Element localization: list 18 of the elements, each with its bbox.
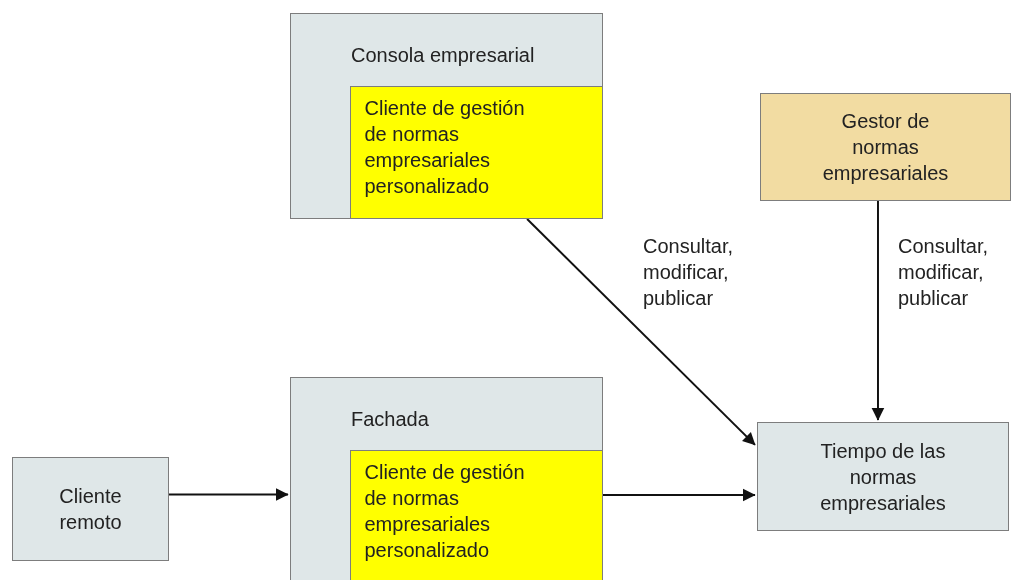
arrow [526, 218, 756, 446]
node-text: Gestor de normas empresariales [821, 109, 950, 186]
process-box [12, 457, 169, 561]
arrow [871, 200, 885, 421]
process-box [757, 422, 1009, 531]
node-text: Tiempo de las normas empresariales [819, 438, 947, 516]
arrow [602, 488, 756, 502]
component-box [349, 85, 603, 219]
container-box [290, 377, 603, 580]
process-box [760, 93, 1011, 201]
node-text: Fachada [351, 407, 429, 432]
node-text: Cliente remoto [58, 484, 123, 535]
node-text: Cliente de gestión de normas empresariales personalizado [364, 95, 526, 199]
arrow [168, 488, 289, 501]
component-box [349, 449, 603, 580]
node-text: Cliente de gestión de normas empresariales personalizado [364, 459, 526, 563]
container-box [290, 13, 603, 219]
node-text: Consola empresarial [351, 43, 535, 68]
